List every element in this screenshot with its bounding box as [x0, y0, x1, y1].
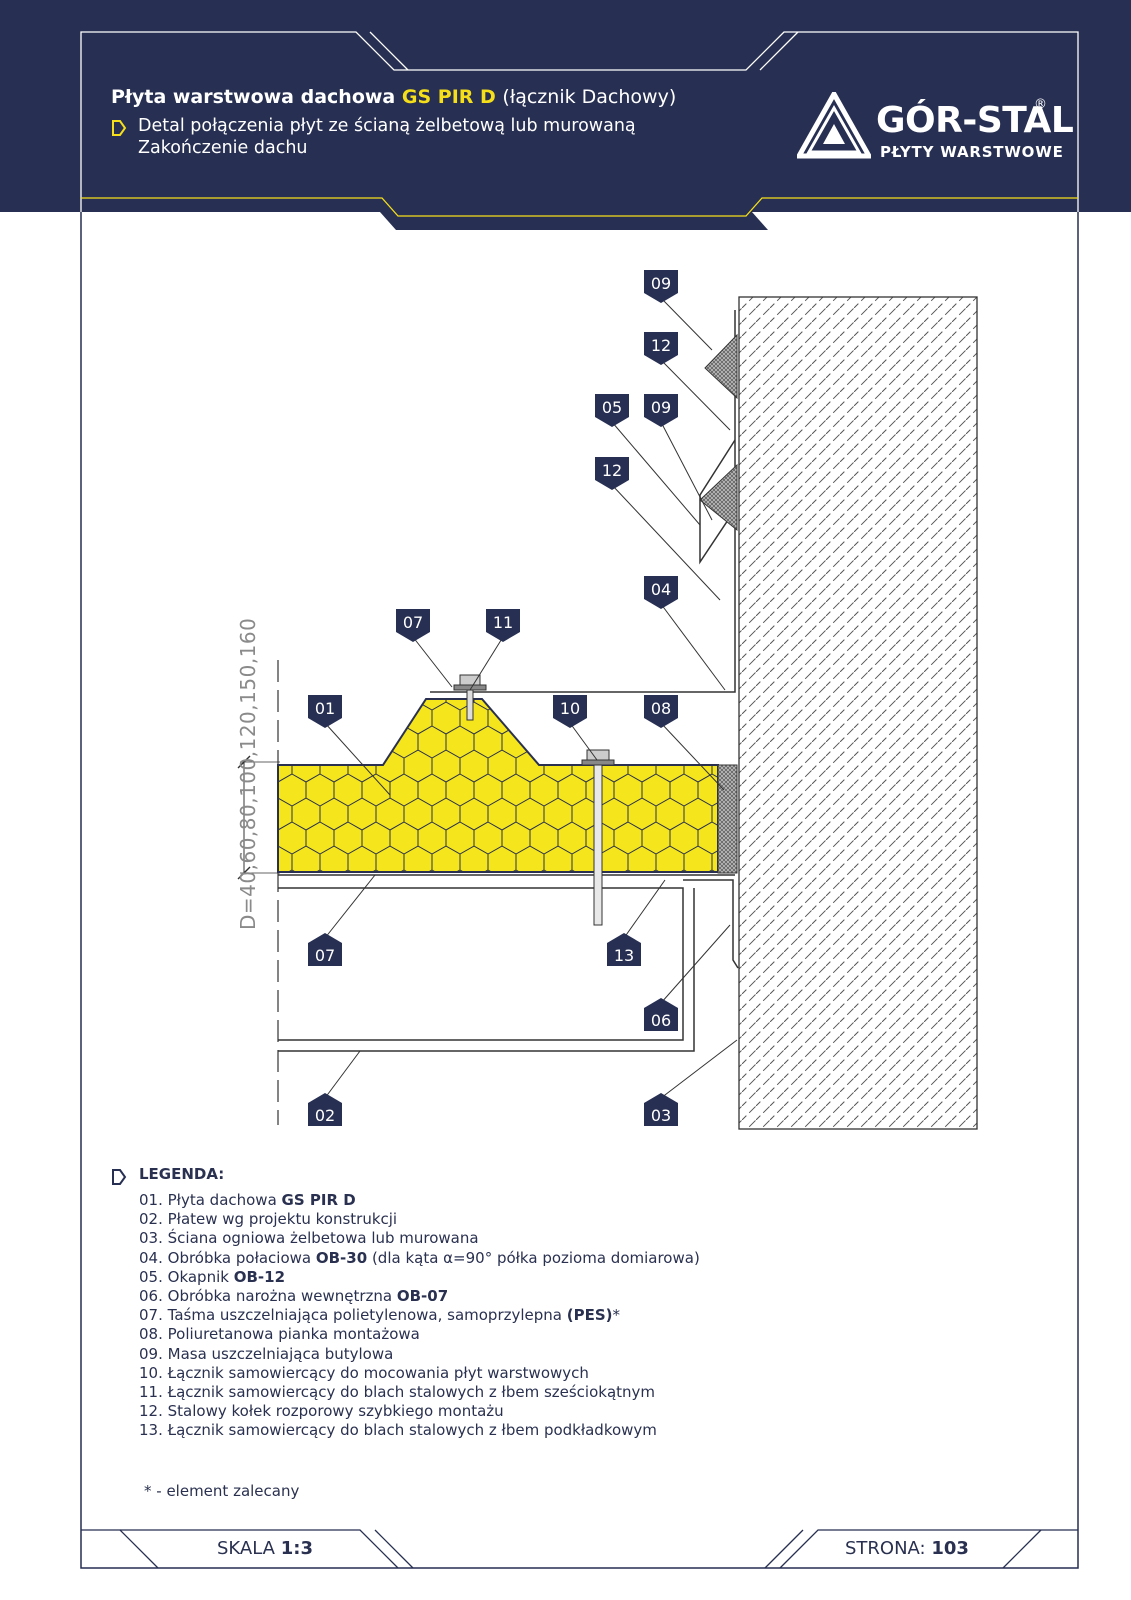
callout-07-top: 07: [396, 609, 430, 642]
callout-09-mid: 09: [644, 394, 678, 427]
svg-text:04: 04: [651, 580, 671, 599]
header-frame-bevel: [369, 31, 409, 71]
logo-tagline: PŁYTY WARSTWOWE: [880, 143, 1064, 161]
callout-03: 03: [644, 1093, 678, 1126]
page-title: Płyta warstwowa dachowa GS PIR D (łączni…: [111, 86, 677, 108]
legend-title: LEGENDA:: [139, 1165, 225, 1183]
callout-05: 05: [595, 394, 629, 427]
legend-item: 04. Obróbka połaciowa OB-30 (dla kąta α=…: [139, 1248, 700, 1267]
svg-text:09: 09: [651, 274, 671, 293]
dimension-label: D=40,60,80,100,120,150,160: [236, 617, 260, 930]
corner-flashing-ob07: [683, 879, 739, 969]
callout-09-top: 09: [644, 270, 678, 303]
header-frame-line: [80, 31, 1079, 212]
svg-text:09: 09: [651, 398, 671, 417]
svg-text:10: 10: [560, 699, 580, 718]
logo-name: GÓR-STAL: [876, 100, 1074, 141]
legend-item: 09. Masa uszczelniająca butylowa: [139, 1344, 394, 1363]
callout-12-top: 12: [644, 332, 678, 365]
svg-text:05: 05: [602, 398, 622, 417]
callout-10: 10: [553, 695, 587, 728]
svg-text:07: 07: [403, 613, 423, 632]
subtitle-detail: Detal połączenia płyt ze ścianą żelbetow…: [138, 116, 636, 136]
legend-item: 06. Obróbka narożna wewnętrzna OB-07: [139, 1287, 449, 1306]
recommended-note: * - element zalecany: [144, 1482, 300, 1500]
legend-item: 11. Łącznik samowiercący do blach stalow…: [139, 1383, 656, 1402]
callout-07-bottom: 07: [308, 933, 342, 966]
flashing-ob30: [430, 310, 736, 693]
purlin: [278, 887, 684, 1041]
legend-item: 12. Stalowy kołek rozporowy szybkiego mo…: [139, 1402, 504, 1421]
svg-text:07: 07: [315, 946, 335, 965]
legend-item: 03. Ściana ogniowa żelbetowa lub murowan…: [139, 1229, 479, 1248]
callout-06: 06: [644, 998, 678, 1031]
callout-01: 01: [308, 695, 342, 728]
header-accent-line: [81, 197, 1078, 217]
page-number: STRONA: 103: [845, 1538, 969, 1559]
legend-item: 08. Poliuretanowa pianka montażowa: [139, 1325, 420, 1344]
svg-text:02: 02: [315, 1106, 335, 1125]
legend-list: 01. Płyta dachowa GS PIR D 02. Płatew wg…: [139, 1191, 700, 1441]
svg-text:13: 13: [614, 946, 634, 965]
fire-wall: [738, 296, 978, 1130]
callout-02: 02: [308, 1093, 342, 1126]
svg-text:12: 12: [602, 461, 622, 480]
page-border: [80, 212, 1079, 1569]
callout-11: 11: [486, 609, 520, 642]
gor-stal-logo-icon: [797, 92, 871, 159]
header-band: [0, 0, 1131, 212]
subtitle-ending: Zakończenie dachu: [138, 138, 308, 158]
svg-text:01: 01: [315, 699, 335, 718]
subtitle-arrow-icon: [112, 120, 127, 136]
roof-panel: [277, 698, 719, 873]
legend-item: 10. Łącznik samowiercący do mocowania pł…: [139, 1363, 589, 1382]
fastener-panel: [581, 749, 615, 926]
pu-foam: [717, 764, 738, 874]
svg-text:03: 03: [651, 1106, 671, 1125]
butyl-sealant-upper: [704, 333, 738, 400]
legend-item: 13. Łącznik samowiercący do blach stalow…: [139, 1421, 657, 1440]
legend-item: 07. Taśma uszczelniająca polietylenowa, …: [139, 1306, 621, 1325]
fastener-hex-head: [453, 674, 487, 721]
header-frame-bevel: [759, 31, 799, 71]
callout-12-mid: 12: [595, 457, 629, 490]
product-code: GS PIR D: [401, 86, 496, 108]
legend-arrow-icon: [112, 1169, 127, 1185]
scale-indicator: SKALA 1:3: [217, 1538, 313, 1559]
callout-13: 13: [607, 933, 641, 966]
legend-item: 05. Okapnik OB-12: [139, 1267, 286, 1286]
svg-text:11: 11: [493, 613, 513, 632]
legend-item: 01. Płyta dachowa GS PIR D: [139, 1191, 356, 1209]
callout-04: 04: [644, 576, 678, 609]
legend-item: 02. Płatew wg projektu konstrukcji: [139, 1210, 398, 1229]
svg-text:06: 06: [651, 1011, 671, 1030]
svg-text:08: 08: [651, 699, 671, 718]
butyl-sealant-lower: [699, 463, 738, 532]
svg-text:12: 12: [651, 336, 671, 355]
callout-08: 08: [644, 695, 678, 728]
logo-registered: ®: [1034, 97, 1047, 112]
